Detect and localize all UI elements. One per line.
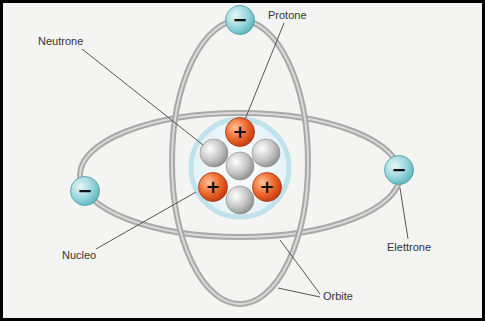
leader-lines bbox=[82, 23, 408, 297]
charge-sign: − bbox=[225, 5, 255, 35]
proton-circle: + bbox=[252, 172, 282, 202]
callout-label: Elettrone bbox=[387, 241, 431, 254]
charge-sign: + bbox=[225, 117, 255, 147]
electron-circle: − bbox=[225, 5, 255, 35]
proton-circle: + bbox=[225, 117, 255, 147]
charge-sign: − bbox=[384, 155, 414, 185]
charge-sign: − bbox=[70, 176, 100, 206]
electron-circle: − bbox=[384, 155, 414, 185]
charge-sign: + bbox=[198, 172, 228, 202]
orbit-ellipses bbox=[80, 20, 400, 304]
electron-circle: − bbox=[70, 176, 100, 206]
callout-label: Protone bbox=[268, 9, 307, 22]
callout-label: Neutrone bbox=[38, 35, 83, 48]
callout-label: Orbite bbox=[323, 290, 353, 303]
proton-circle: + bbox=[198, 172, 228, 202]
callout-label: Nucleo bbox=[62, 249, 96, 262]
charge-sign: + bbox=[252, 172, 282, 202]
